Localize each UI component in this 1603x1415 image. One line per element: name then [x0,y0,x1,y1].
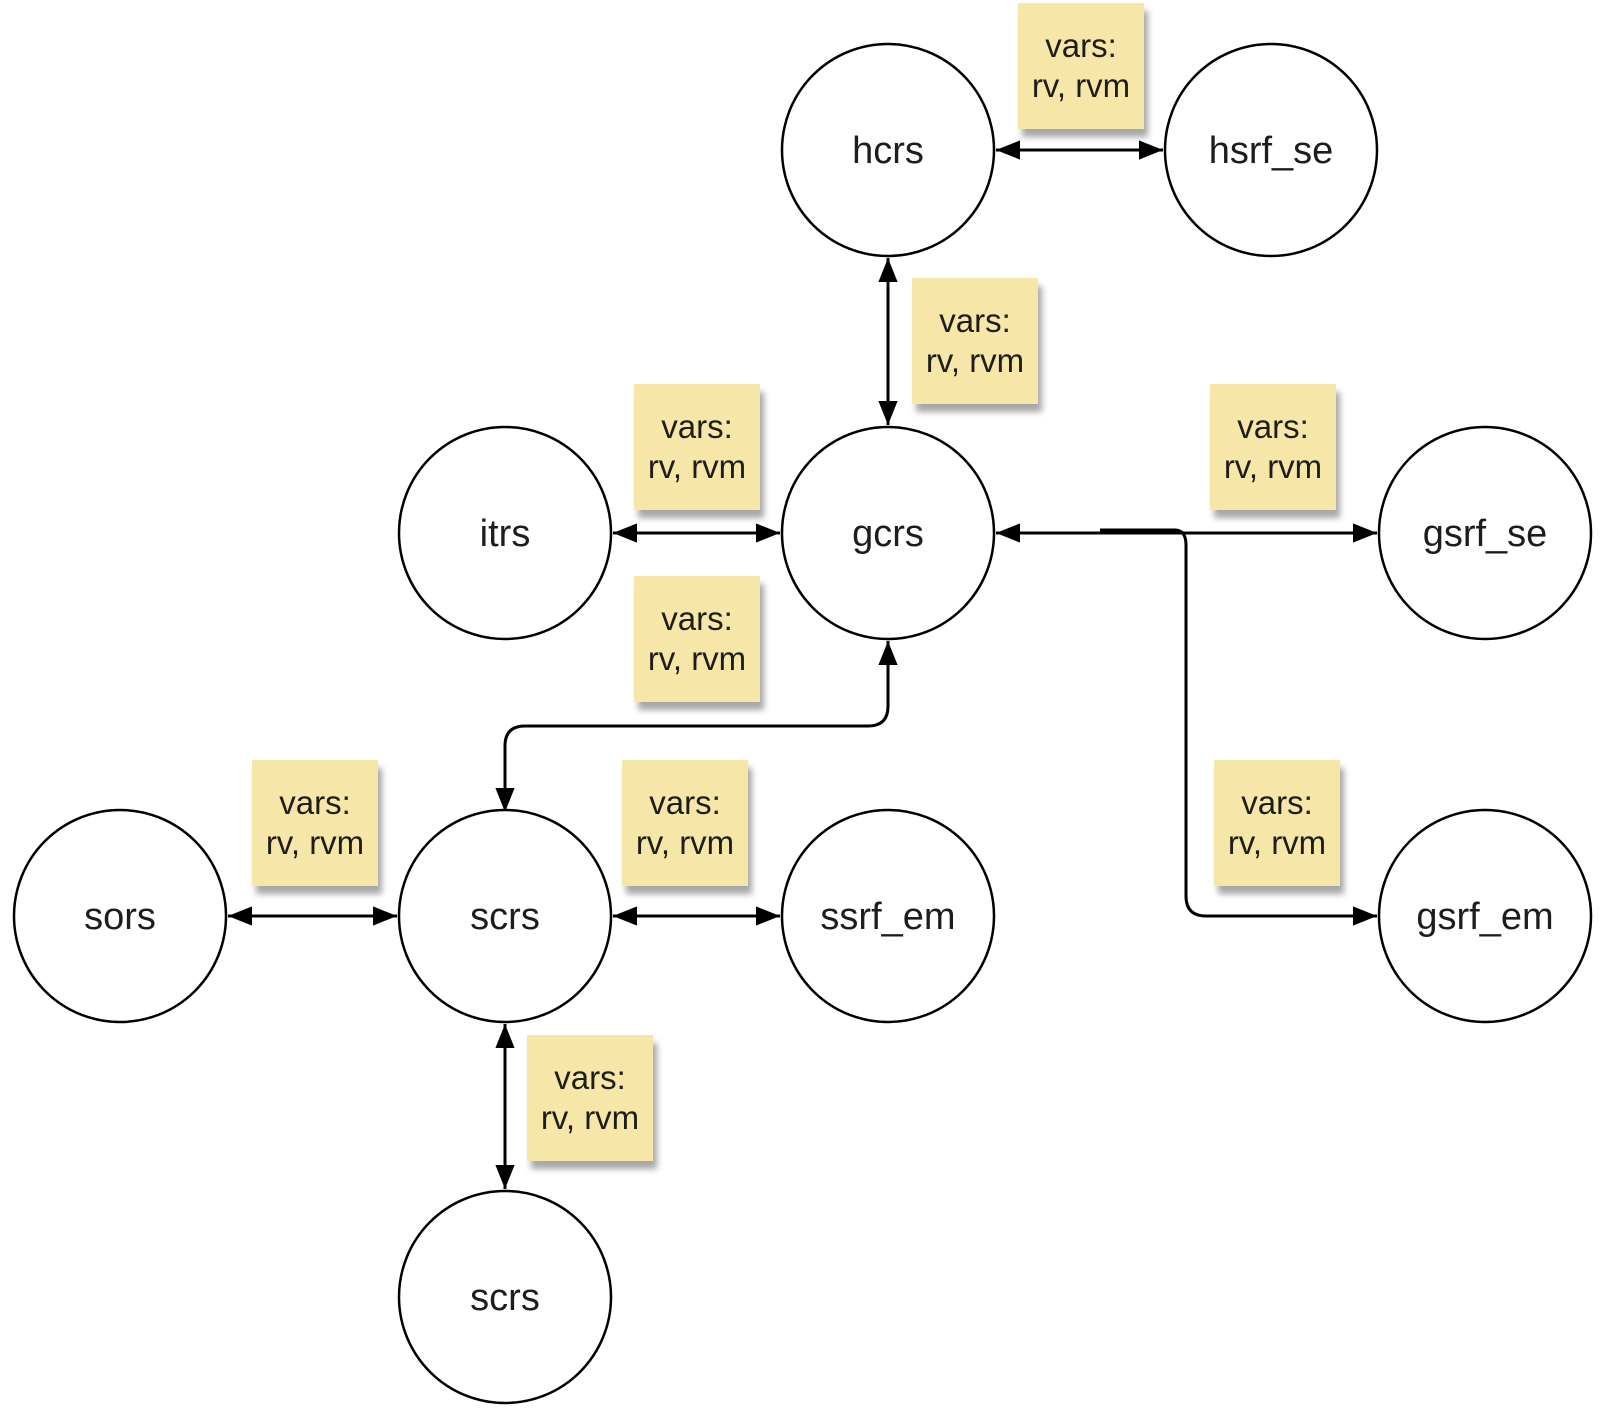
edge-label-hcrs-hsrf_se: vars: rv, rvm [1018,3,1144,129]
node-itrs-label: itrs [480,513,531,555]
node-gsrf_se-circle [1377,425,1593,641]
node-scrs2-label: scrs [470,1277,540,1319]
edge-label-sors-scrs: vars: rv, rvm [252,760,378,886]
node-hsrf_se-circle [1163,42,1379,258]
edges-layer [228,140,1377,1189]
edge-label-line2: rv, rvm [1223,448,1323,485]
node-gsrf_em-circle [1377,808,1593,1024]
edge-label-scrs-ssrf_em: vars: rv, rvm [622,760,748,886]
node-gcrs: gcrs [780,425,996,641]
node-hcrs-label: hcrs [852,130,924,172]
edge-label-line2: rv, rvm [647,448,747,485]
node-gsrf_se-label: gsrf_se [1423,513,1548,555]
edge-label-line2: rv, rvm [265,824,365,861]
node-hsrf_se-label: hsrf_se [1209,130,1334,172]
edge-label-gcrs-scrs: vars: rv, rvm [634,576,760,702]
node-gsrf_em-label: gsrf_em [1416,896,1553,938]
edge-label-gcrs-gsrf_em: vars: rv, rvm [1214,760,1340,886]
edge-label-line2: rv, rvm [540,1099,640,1136]
node-sors-label: sors [84,896,156,938]
edge-label-line1: vars: [649,783,721,821]
node-scrs2-circle [397,1189,613,1405]
edge-label-itrs-gcrs: vars: rv, rvm [634,384,760,510]
edge-label-scrs-scrs2: vars: rv, rvm [527,1035,653,1161]
edge-label-line2: rv, rvm [925,342,1025,379]
node-scrs-label: scrs [470,896,540,938]
edge-label-line1: vars: [1241,783,1313,821]
node-ssrf_em: ssrf_em [780,808,996,1024]
edge-gcrs-gsrf_em-elbow [1100,528,1377,926]
edge-label-line2: rv, rvm [635,824,735,861]
edge-label-line2: rv, rvm [1227,824,1327,861]
node-scrs: scrs [397,808,613,1024]
node-gcrs-circle [780,425,996,641]
node-hsrf_se: hsrf_se [1163,42,1379,258]
edge-label-line1: vars: [1045,26,1117,64]
node-scrs2: scrs [397,1189,613,1405]
node-hcrs: hcrs [780,42,996,258]
edge-gcrs-scrs-elbow [495,641,898,812]
node-gsrf_se: gsrf_se [1377,425,1593,641]
edge-label-line1: vars: [279,783,351,821]
node-gsrf_em: gsrf_em [1377,808,1593,1024]
edge-label-gcrs-gsrf_se: vars: rv, rvm [1210,384,1336,510]
edge-label-line2: rv, rvm [647,640,747,677]
edge-label-line1: vars: [1237,407,1309,445]
node-itrs-circle [397,425,613,641]
edge-label-line1: vars: [661,599,733,637]
node-gcrs-label: gcrs [852,513,924,555]
nodes-layer: hcrs hsrf_se itrs gcrs gsrf_se sors [12,42,1593,1405]
node-ssrf_em-circle [780,808,996,1024]
edge-label-line1: vars: [661,407,733,445]
edge-label-line2: rv, rvm [1031,67,1131,104]
node-sors: sors [12,808,228,1024]
node-ssrf_em-label: ssrf_em [820,896,955,938]
node-scrs-circle [397,808,613,1024]
node-sors-circle [12,808,228,1024]
edge-label-line1: vars: [939,301,1011,339]
node-itrs: itrs [397,425,613,641]
edge-label-hcrs-gcrs: vars: rv, rvm [912,278,1038,404]
edge-label-line1: vars: [554,1058,626,1096]
node-hcrs-circle [780,42,996,258]
